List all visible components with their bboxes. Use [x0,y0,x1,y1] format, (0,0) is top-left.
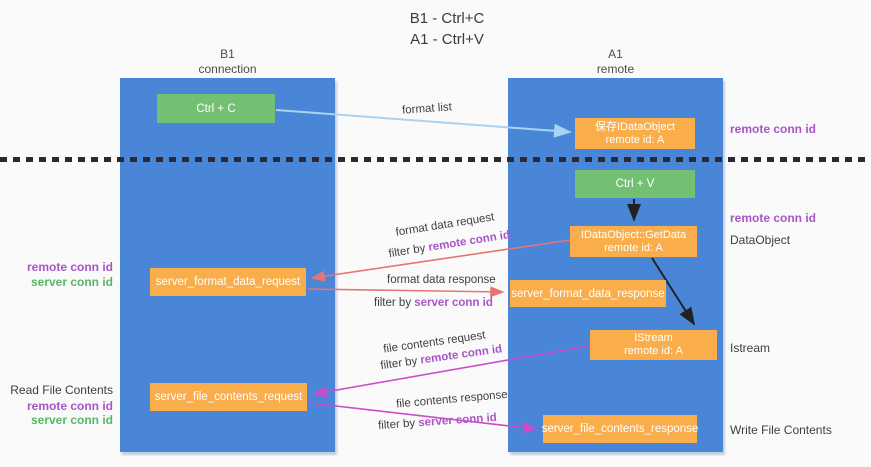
node-server-format-data-request-label: server_format_data_request [155,276,301,288]
node-server-format-data-response-label: server_format_data_response [511,287,665,300]
flow-filter-file-contents-response: filter by server conn id [377,411,498,433]
format-list-text: format list [401,101,453,117]
left-label-remote-conn-id-2: remote conn id [26,399,113,413]
node-server-format-data-request: server_format_data_request [150,268,306,296]
right-label-remote-conn-id-2: remote conn id [730,211,817,225]
node-ctrl-c: Ctrl + C [157,94,275,123]
filter-prefix: filter by [387,242,430,261]
flow-label-format-list: format list [382,100,473,118]
flow-filter-format-data-response: filter by server conn id [374,297,493,309]
node-server-file-contents-response: server_file_contents_response [541,415,699,443]
right-label-remote-conn-id-1: remote conn id [730,122,817,136]
node-server-file-contents-request: server_file_contents_request [150,383,307,411]
title-line-2: A1 - Ctrl+V [410,31,484,48]
format-data-response-text: format data response [387,274,496,286]
left-label-remote-conn-id-1: remote conn id [26,260,113,274]
file-contents-response-text: file contents response [395,388,509,411]
lane-a1-name: A1 [608,47,623,61]
node-idataobject-getdata: IDataObject::GetData remote id: A [570,226,697,257]
node-server-file-contents-request-label: server_file_contents_request [154,391,303,403]
node-istream-title: IStream [634,332,673,344]
node-saved-idataobject-subtitle: remote id: A [605,133,665,146]
right-label-write-file-contents: Write File Contents [730,423,832,437]
node-saved-idataobject: 保存IDataObject remote id: A [575,118,695,149]
server-conn-id-text: server conn id [414,297,493,309]
node-ctrl-c-label: Ctrl + C [196,102,236,115]
lane-a1-subtitle: remote [596,62,635,76]
node-ctrl-v: Ctrl + V [575,170,695,198]
lane-b1-name: B1 [220,47,235,61]
node-saved-idataobject-title: 保存IDataObject [594,120,676,133]
lane-header-b1: B1 connection [120,47,335,77]
filter-prefix: filter by [374,297,415,309]
node-server-file-contents-response-label: server_file_contents_response [541,423,699,435]
left-label-server-conn-id-2: server conn id [30,413,113,427]
node-ctrl-v-label: Ctrl + V [615,178,655,190]
left-label-read-file-contents: Read File Contents [10,383,113,397]
right-label-dataobject: DataObject [730,233,791,247]
node-server-format-data-response: server_format_data_response [510,280,666,307]
arrow-format-data-response [307,286,505,298]
filter-prefix: filter by [377,417,419,433]
node-istream-subtitle: remote id: A [624,345,683,357]
node-idataobject-getdata-title: IDataObject::GetData [580,228,687,241]
server-conn-id-text: server conn id [417,411,498,430]
left-label-server-conn-id-1: server conn id [30,275,113,289]
node-istream: IStream remote id: A [590,330,717,360]
flow-label-file-contents-response: file contents response [396,389,508,411]
dashed-divider [0,157,871,162]
filter-prefix: filter by [379,354,422,373]
right-label-istream: Istream [730,341,771,355]
lane-b1-subtitle: connection [198,62,257,76]
node-idataobject-getdata-subtitle: remote id: A [604,241,663,254]
lane-header-a1: A1 remote [508,47,723,77]
title-line-1: B1 - Ctrl+C [409,10,485,27]
flow-label-format-data-response: format data response [387,274,496,286]
page-title: B1 - Ctrl+C A1 - Ctrl+V [297,8,597,50]
remote-conn-id-text: remote conn id [427,229,511,254]
